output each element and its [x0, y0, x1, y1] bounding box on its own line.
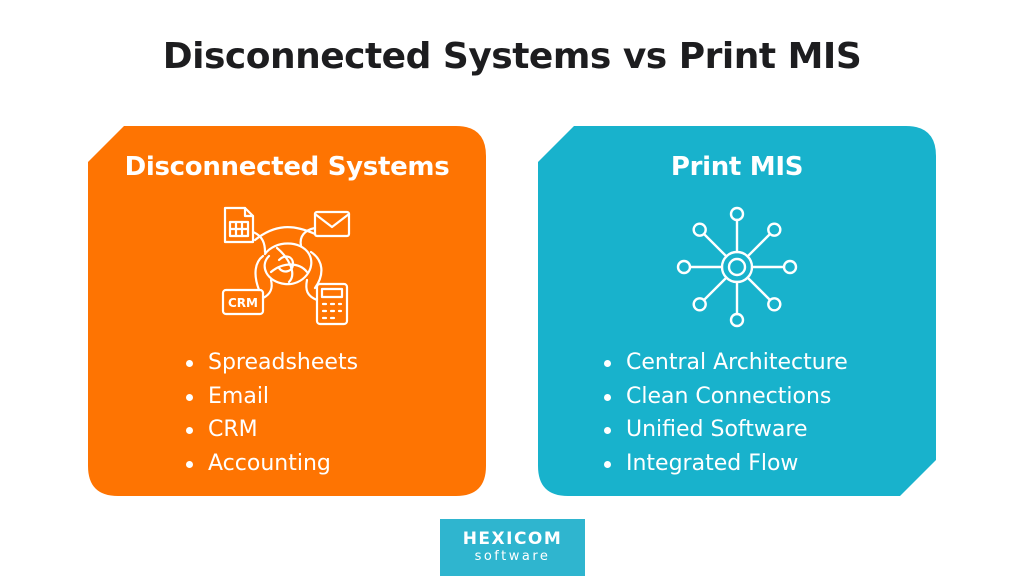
- bullet-dot: [604, 427, 611, 434]
- card-title: Print MIS: [670, 152, 804, 182]
- bullet-dot: [186, 460, 193, 468]
- bullet-dot: [604, 360, 611, 367]
- list-item-label: Unified Software: [626, 417, 808, 442]
- print-mis-card: Print MIS Central Architecture: [538, 126, 936, 496]
- logo-tagline: software: [474, 549, 551, 564]
- list-item-label: Email: [208, 383, 270, 409]
- list-item-label: Clean Connections: [626, 383, 832, 409]
- list-item-label: CRM: [208, 417, 258, 442]
- card-title: Disconnected Systems: [124, 152, 450, 182]
- list-item: Central Architecture: [604, 346, 848, 380]
- network-node: [767, 297, 782, 312]
- logo-name: HEXICOM: [462, 529, 563, 549]
- crm-icon: CRM: [221, 288, 265, 316]
- network-node: [729, 312, 745, 328]
- list-item: Spreadsheets: [186, 346, 358, 380]
- bullet-dot: [604, 393, 611, 401]
- disconnected-systems-card: Disconnected Systems CRM: [88, 126, 486, 496]
- crm-label: CRM: [228, 296, 258, 310]
- network-node: [692, 222, 707, 237]
- disconnected-systems-list: Spreadsheets Email CRM Accounting: [186, 346, 358, 480]
- list-item-label: Integrated Flow: [626, 450, 799, 476]
- list-item: Integrated Flow: [604, 447, 848, 481]
- network-node: [767, 222, 782, 237]
- calculator-icon: [315, 282, 349, 326]
- list-item: CRM: [186, 413, 358, 447]
- list-item-label: Spreadsheets: [208, 350, 359, 375]
- network-node: [729, 206, 745, 222]
- card-background: [88, 126, 486, 496]
- print-mis-list: Central Architecture Clean Connections U…: [604, 346, 848, 480]
- list-item: Clean Connections: [604, 380, 848, 414]
- list-item: Accounting: [186, 447, 358, 481]
- hub-network-icon: [676, 206, 798, 328]
- bullet-dot: [186, 427, 193, 434]
- hub-inner-ring: [727, 257, 747, 277]
- network-node: [676, 259, 692, 275]
- page-title: Disconnected Systems vs Print MIS: [162, 36, 862, 77]
- list-item: Email: [186, 380, 358, 414]
- network-node: [782, 259, 798, 275]
- tangled-systems-icon: CRM: [221, 206, 351, 326]
- bullet-dot: [604, 460, 611, 468]
- network-node: [692, 297, 707, 312]
- list-item-label: Accounting: [208, 450, 331, 476]
- spreadsheet-icon: [223, 206, 255, 244]
- email-icon: [313, 210, 351, 238]
- hexicom-logo: HEXICOM software: [440, 519, 585, 576]
- bullet-dot: [186, 393, 193, 401]
- tangle-icon: [251, 226, 323, 302]
- bullet-dot: [186, 360, 193, 367]
- list-item-label: Central Architecture: [626, 350, 848, 375]
- list-item: Unified Software: [604, 413, 848, 447]
